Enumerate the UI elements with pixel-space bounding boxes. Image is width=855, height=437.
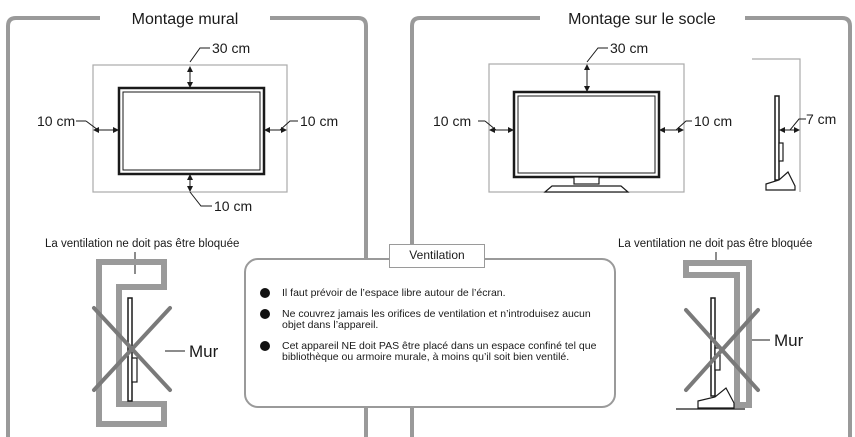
bullet-text: Cet appareil NE doit PAS être placé dans… [282, 340, 597, 363]
bullet-dot-icon [260, 309, 270, 319]
bullet-dot-icon [260, 341, 270, 351]
wall-dim-bottom: 10 cm [214, 198, 252, 214]
stand-dim-top-arrow [584, 47, 608, 92]
ventilation-bullet: Ne couvrez jamais les orifices de ventil… [258, 309, 608, 331]
stand-dim-side-arrow [779, 118, 806, 133]
wall-alcove [96, 259, 167, 427]
stand-panel-frame [410, 16, 852, 437]
bullet-text: Ne couvrez jamais les orifices de ventil… [282, 308, 591, 331]
wall-dim-top: 30 cm [212, 40, 250, 56]
ventilation-bullet: Cet appareil NE doit PAS être placé dans… [258, 341, 608, 363]
stand-panel-title: Montage sur le socle [568, 11, 716, 28]
stand-dim-left-arrow [478, 120, 514, 133]
ventilation-title: Ventilation [389, 244, 485, 268]
wall-warning: La ventilation ne doit pas être bloquée [45, 238, 239, 250]
wall-dim-top-arrow [187, 47, 210, 88]
ventilation-bullets: Il faut prévoir de l’espace libre autour… [258, 288, 608, 373]
stand-warning: La ventilation ne doit pas être bloquée [618, 238, 812, 250]
wall-label: Mur [189, 342, 219, 361]
wall-cross [92, 306, 172, 392]
stand-wall-label: Mur [774, 331, 804, 350]
stand-dim-right: 10 cm [694, 113, 732, 129]
wall-tv-frame [117, 86, 266, 176]
bullet-dot-icon [260, 288, 270, 298]
ventilation-bullet: Il faut prévoir de l’espace libre autour… [258, 288, 608, 299]
wall-dim-right-arrow [264, 120, 298, 133]
stand-alcove-tv [676, 297, 745, 410]
wall-dim-left-arrow [76, 120, 119, 133]
wall-panel-title: Montage mural [132, 11, 239, 28]
stand-dim-top: 30 cm [610, 40, 648, 56]
bullet-text: Il faut prévoir de l’espace libre autour… [282, 287, 506, 299]
stand-side-view [752, 58, 801, 192]
stand-tv-frame [512, 90, 661, 179]
stand-base [543, 176, 630, 193]
wall-dim-left: 10 cm [37, 113, 75, 129]
wall-dim-bottom-arrow [187, 174, 212, 207]
wall-panel-frame [6, 16, 368, 437]
stand-cross [684, 308, 760, 392]
wall-dim-right: 10 cm [300, 113, 338, 129]
stand-dim-side: 7 cm [806, 111, 836, 127]
stand-dim-left: 10 cm [433, 113, 471, 129]
stand-dim-right-arrow [659, 120, 692, 133]
